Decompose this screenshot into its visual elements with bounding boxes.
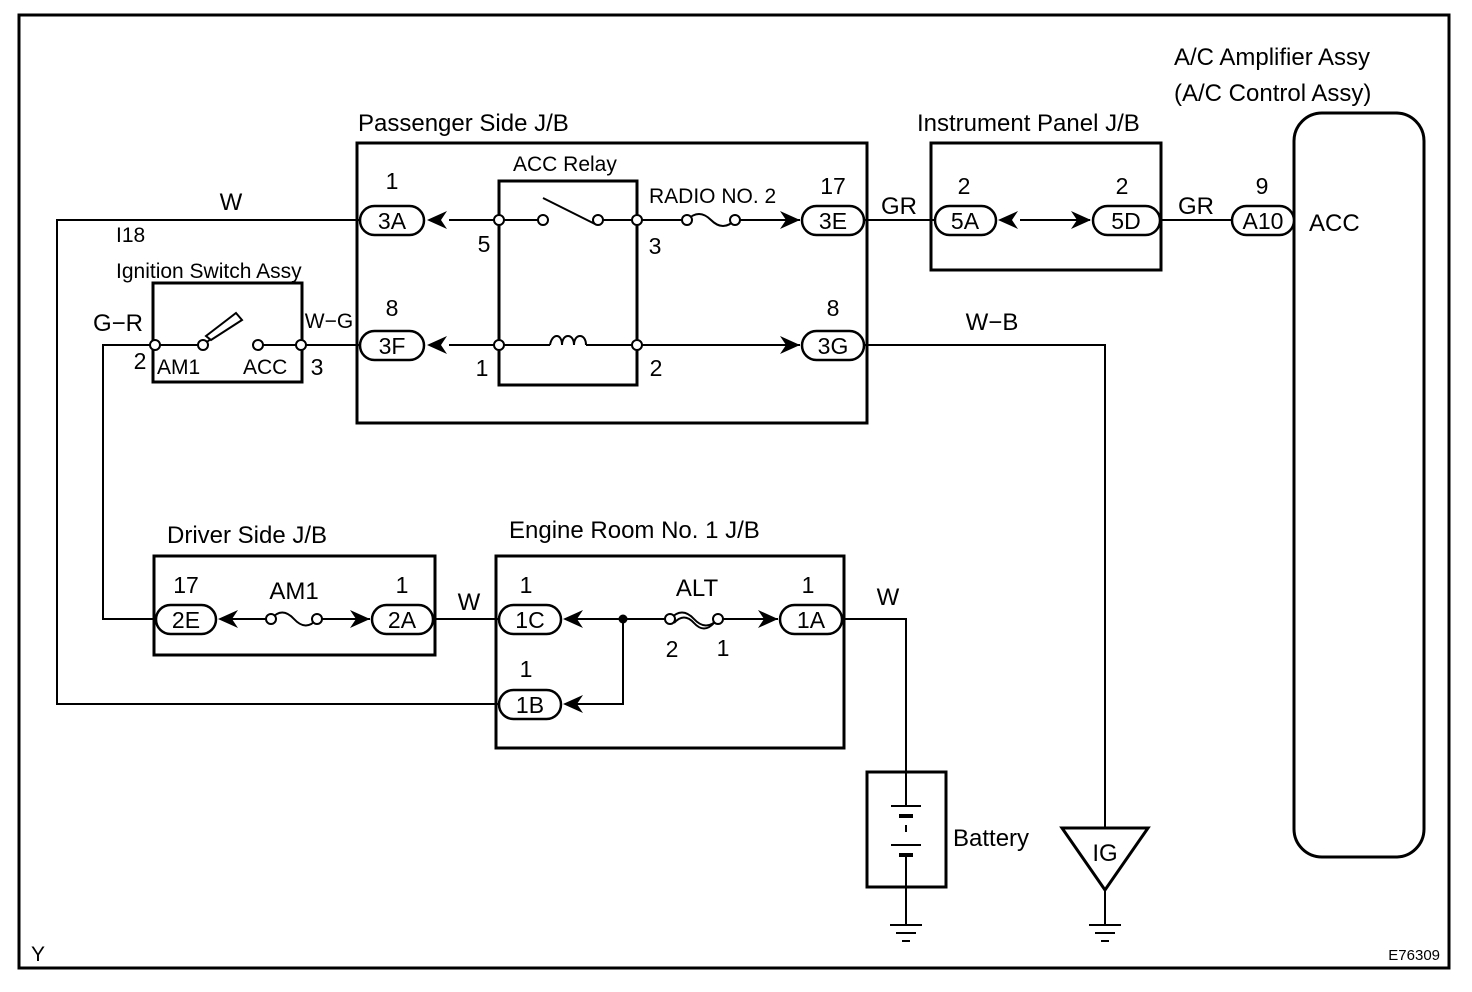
connector-5a: 5A: [933, 204, 998, 237]
connector-3e: 3E: [800, 204, 866, 237]
connector-label-a10: A10: [1243, 208, 1284, 234]
pin-number-1c: 1: [520, 572, 533, 598]
wire-color-w-mid: W: [458, 589, 481, 616]
relay-pin-5: 5: [478, 231, 491, 257]
ignition-pin-2: 2: [134, 348, 147, 374]
wire-w-3a-1b: [56, 219, 499, 705]
connector-1c: 1C: [497, 603, 563, 636]
connector-2a: 2A: [370, 603, 435, 636]
connector-label-3f: 3F: [379, 333, 406, 359]
passenger-side-jb-box: [355, 141, 869, 425]
ac-amplifier-box: [1292, 111, 1426, 859]
connector-3g: 3G: [800, 329, 866, 362]
pin-number-3a: 1: [386, 168, 399, 194]
pin-number-3f: 8: [386, 295, 399, 321]
relay-pin-1: 1: [476, 355, 489, 381]
wire-color-gr-ign: G−R: [93, 310, 143, 337]
wire-wb-3g-ig: [864, 344, 1106, 830]
pin-number-1a: 1: [802, 572, 815, 598]
connector-label-1a: 1A: [797, 607, 826, 633]
connector-1a: 1A: [778, 603, 844, 636]
instrument-panel-jb-title: Instrument Panel J/B: [917, 110, 1140, 137]
wires: [56, 197, 1232, 942]
relay-coil-symbol: [549, 335, 587, 346]
connector-label-2a: 2A: [388, 607, 417, 633]
wire-color-wb: W−B: [966, 309, 1019, 336]
connector-a10: A10: [1230, 204, 1296, 237]
pin-number-2e: 17: [173, 572, 199, 598]
ignition-pin-3: 3: [311, 354, 324, 380]
connector-label-1c: 1C: [515, 607, 544, 633]
ignition-switch-box: [151, 281, 304, 384]
fuse-alt-label: ALT: [676, 575, 719, 602]
battery-label: Battery: [953, 825, 1029, 852]
connector-label-3e: 3E: [819, 208, 847, 234]
terminal-dots: [149, 214, 741, 625]
ignition-switch-code: I18: [116, 224, 145, 247]
relay-pin-3: 3: [649, 233, 662, 259]
pin-number-5d: 2: [1116, 173, 1129, 199]
fuse-am1-label: AM1: [269, 578, 318, 605]
alt-pin-2: 2: [666, 636, 679, 662]
pin-number-3g: 8: [827, 295, 840, 321]
acc-relay-box: [497, 179, 639, 387]
wire-w-1a-battery: [842, 618, 907, 806]
fuse-alt-symbol: [669, 611, 719, 627]
connector-arrows: [218, 211, 1091, 713]
connector-1b: 1B: [497, 688, 563, 721]
pin-number-a10: 9: [1256, 173, 1269, 199]
relay-switch-blade: [542, 197, 596, 225]
pin-number-5a: 2: [958, 173, 971, 199]
fuse-radio-label: RADIO NO. 2: [649, 185, 776, 208]
ac-amplifier-title-line2: (A/C Control Assy): [1174, 80, 1371, 107]
wire-color-wg: W−G: [305, 310, 353, 333]
relay-pin-2: 2: [650, 355, 663, 381]
diagram-frame: [17, 13, 1451, 970]
fuse-radio-symbol: [686, 213, 736, 227]
wire-color-w-top: W: [220, 189, 243, 216]
fuse-am1-symbol: [270, 611, 318, 627]
connector-label-5d: 5D: [1111, 208, 1140, 234]
connector-label-3a: 3A: [378, 208, 407, 234]
wire-gr-ign-2e: [102, 344, 156, 620]
ac-amplifier-title-line1: A/C Amplifier Assy: [1174, 44, 1370, 71]
ac-amplifier-acc-terminal: ACC: [1309, 210, 1360, 237]
connector-3f: 3F: [358, 329, 426, 362]
corner-label: Y: [31, 943, 45, 966]
pin-number-2a: 1: [396, 572, 409, 598]
driver-side-jb-title: Driver Side J/B: [167, 522, 327, 549]
connector-5d: 5D: [1091, 204, 1162, 237]
engine-room-jb-title: Engine Room No. 1 J/B: [509, 517, 760, 544]
ig-label: IG: [1092, 840, 1117, 867]
ignition-acc-label: ACC: [243, 356, 287, 379]
connector-3a: 3A: [358, 204, 426, 237]
connector-2e: 2E: [154, 603, 218, 636]
instrument-panel-jb-box: [929, 141, 1163, 272]
engine-room-jb-box: [494, 554, 846, 750]
wire-color-gr-right: GR: [1178, 193, 1214, 220]
connector-label-1b: 1B: [516, 692, 544, 718]
connector-label-3g: 3G: [818, 333, 849, 359]
connector-label-2e: 2E: [172, 607, 200, 633]
ig-symbol: [1059, 826, 1151, 893]
ignition-am1-label: AM1: [157, 356, 200, 379]
alt-pin-1: 1: [717, 635, 730, 661]
wire-color-w-right: W: [877, 584, 900, 611]
ignition-switch-title: Ignition Switch Assy: [116, 260, 302, 283]
passenger-side-jb-title: Passenger Side J/B: [358, 110, 569, 137]
figure-id: E76309: [1388, 947, 1440, 964]
pin-number-3e: 17: [820, 173, 846, 199]
driver-side-jb-box: [152, 554, 437, 657]
connector-label-5a: 5A: [951, 208, 980, 234]
wire-color-gr-left: GR: [881, 193, 917, 220]
pin-number-1b: 1: [520, 656, 533, 682]
acc-relay-title: ACC Relay: [513, 153, 617, 176]
